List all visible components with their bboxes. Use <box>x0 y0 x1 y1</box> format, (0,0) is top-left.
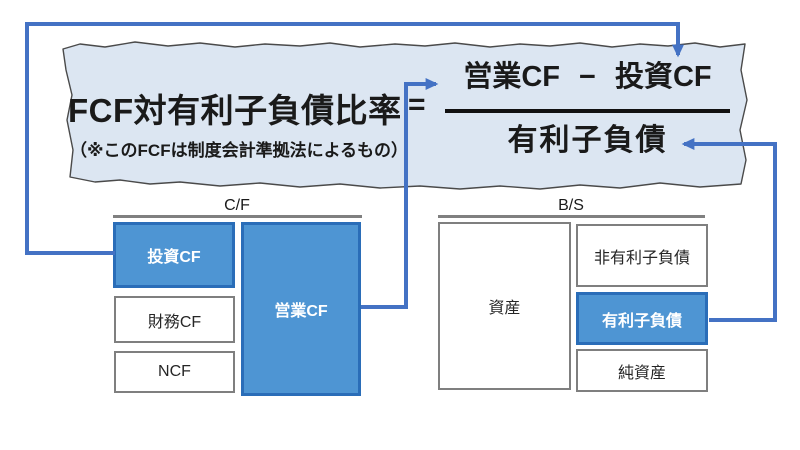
box-operating-cf-label: 営業CF <box>274 303 328 320</box>
box-assets: 資産 <box>438 222 571 390</box>
denominator-interest-bearing-debt: 有利子負債 <box>507 124 668 157</box>
box-net-assets: 純資産 <box>576 349 708 392</box>
box-ncf: NCF <box>114 351 235 393</box>
numerator-investing-cf: 投資CF <box>614 61 712 93</box>
formula-numerator: 営業CF − 投資CF <box>445 63 730 92</box>
box-interest-bearing-debt-label: 有利子負債 <box>601 312 682 330</box>
cf-panel-underline <box>113 215 362 218</box>
box-investing-cf: 投資CF <box>113 222 235 288</box>
box-investing-cf-label: 投資CF <box>147 249 201 266</box>
box-operating-cf: 営業CF <box>241 222 361 396</box>
box-non-interest-bearing-debt-label: 非有利子負債 <box>593 249 690 267</box>
cf-panel-label: C/F <box>224 197 250 214</box>
minus-sign: − <box>579 61 596 93</box>
box-net-assets-label: 純資産 <box>617 364 666 382</box>
box-assets-label: 資産 <box>488 300 521 317</box>
bs-panel-underline <box>438 215 705 218</box>
formula-note: （※このFCFは制度会計準拠法によるもの） <box>70 141 409 160</box>
formula-title: FCF対有利子負債比率 <box>68 92 402 129</box>
numerator-operating-cf: 営業CF <box>463 61 561 93</box>
box-financing-cf: 財務CF <box>114 296 235 343</box>
bs-panel-label: B/S <box>558 197 584 214</box>
box-interest-bearing-debt: 有利子負債 <box>576 292 708 345</box>
box-financing-cf-label: 財務CF <box>147 313 202 331</box>
equals-sign: = <box>408 88 426 121</box>
box-ncf-label: NCF <box>158 363 191 380</box>
fraction-bar <box>445 109 730 113</box>
box-non-interest-bearing-debt: 非有利子負債 <box>576 224 708 287</box>
